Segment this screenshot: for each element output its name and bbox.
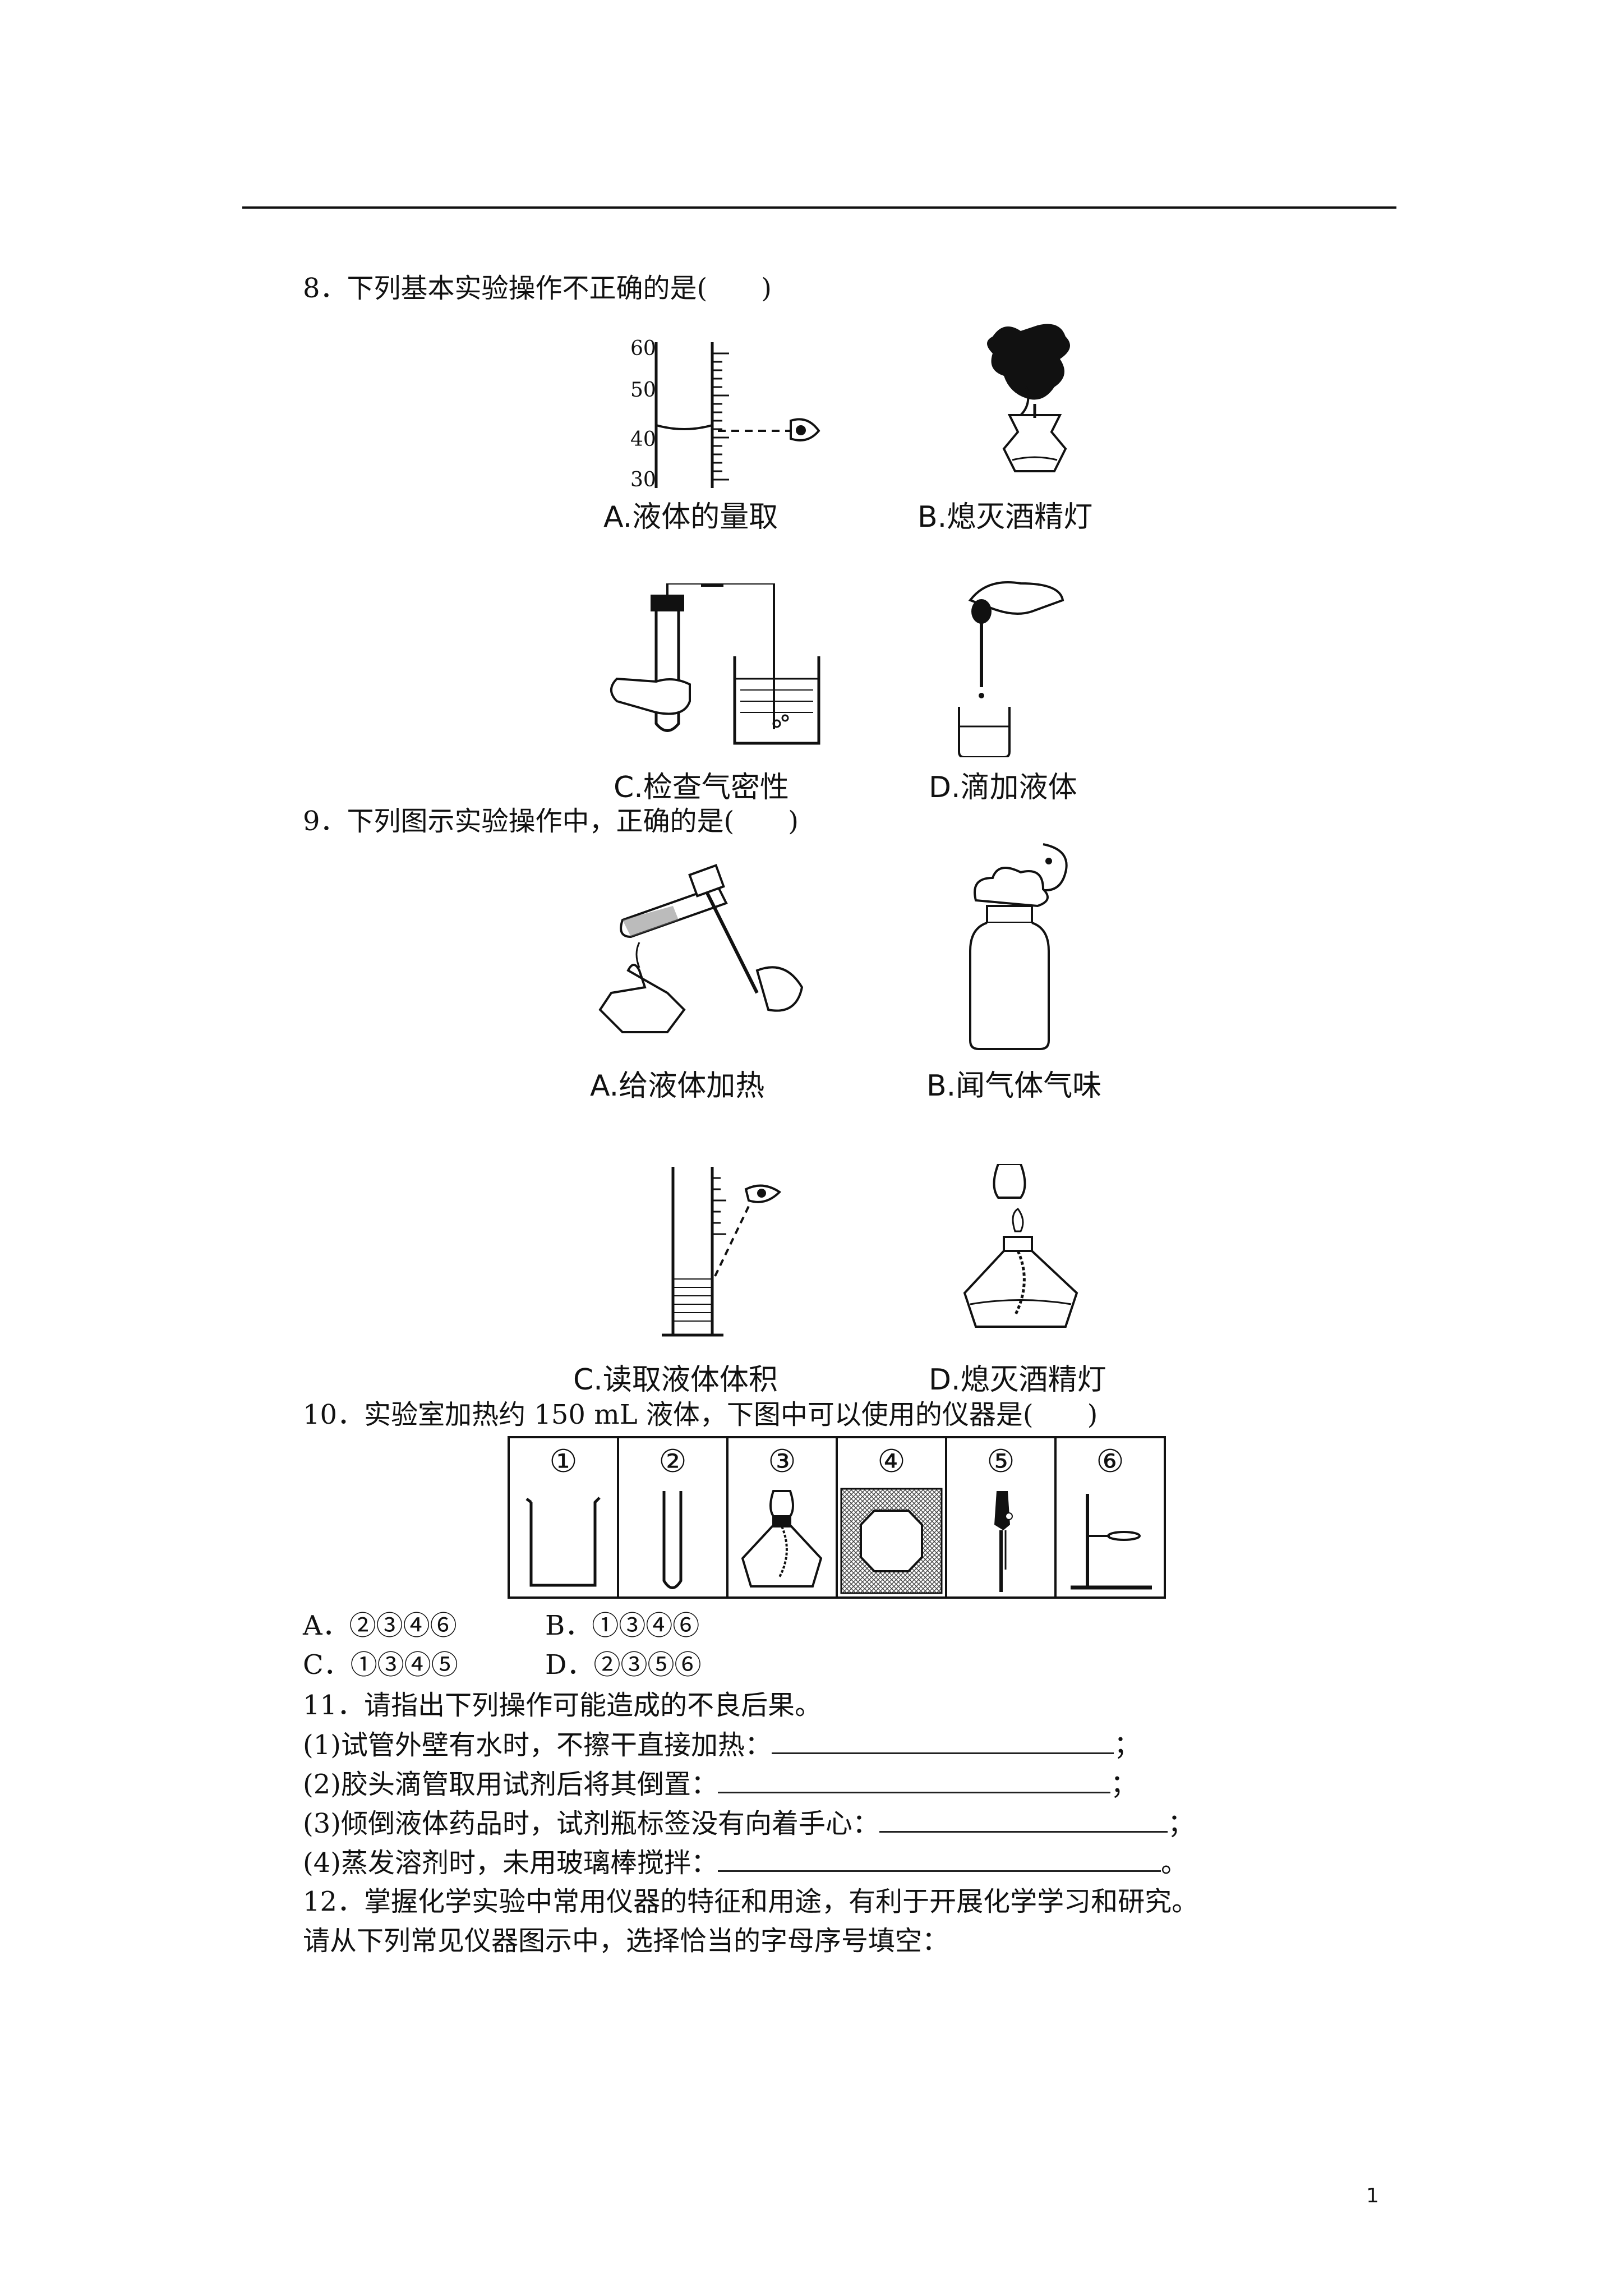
q8-caption-d: D.滴加液体 (929, 771, 1077, 804)
q12-line-2: 请从下列常见仪器图示中，选择恰当的字母序号填空： (303, 1925, 949, 1957)
apparatus-number-4: ④ (877, 1443, 906, 1480)
beaker-icon (510, 1485, 617, 1596)
apparatus-cell-1: ① (508, 1436, 619, 1599)
q11-item-4-end: 。 (1161, 1847, 1188, 1879)
answer-blank-4[interactable] (718, 1846, 1161, 1872)
q9-figure-d-cap-lamp (953, 1164, 1088, 1355)
q9-caption-c: C.读取液体体积 (573, 1363, 778, 1397)
scale-label-60: 60 (630, 337, 656, 360)
apparatus-number-2: ② (658, 1443, 687, 1480)
q9-figure-b-smell-gas (965, 839, 1077, 1052)
q8-figure-b-blow-out-lamp (970, 320, 1105, 482)
q11-item-3-end: ； (1168, 1808, 1195, 1839)
q10-option-c: C．①③④⑤ (303, 1649, 458, 1681)
q8-figure-a-cylinder-scale (623, 337, 824, 494)
q11-item-1-end: ； (1114, 1729, 1141, 1761)
test-tube-holder-icon (947, 1485, 1054, 1596)
q11-item-4: (4)蒸发溶剂时，未用玻璃棒搅拌： 。 (303, 1846, 1188, 1880)
apparatus-cell-5: ⑤ (945, 1436, 1057, 1599)
q10-option-b: B．①③④⑥ (545, 1610, 700, 1641)
q8-caption-a: A.液体的量取 (603, 500, 778, 534)
apparatus-number-5: ⑤ (986, 1443, 1015, 1480)
header-rule (242, 206, 1396, 209)
q8-caption-b: B.熄灭酒精灯 (917, 500, 1093, 534)
q8-caption-c: C.检查气密性 (614, 771, 789, 804)
apparatus-cell-2: ② (617, 1436, 728, 1599)
q11-item-1: (1)试管外壁有水时，不擦干直接加热： ； (303, 1728, 1141, 1762)
apparatus-cell-6: ⑥ (1054, 1436, 1166, 1599)
q11-item-1-text: (1)试管外壁有水时，不擦干直接加热： (303, 1729, 772, 1761)
apparatus-table: ① ② ③ ④ ⑤ (508, 1436, 1166, 1599)
q8-figure-d-dropper (953, 578, 1066, 757)
q8-stem: 8．下列基本实验操作不正确的是( ) (303, 273, 772, 304)
q11-item-4-text: (4)蒸发溶剂时，未用玻璃棒搅拌： (303, 1847, 718, 1879)
scale-label-40: 40 (630, 428, 656, 451)
apparatus-number-3: ③ (768, 1443, 796, 1480)
q11-stem: 11．请指出下列操作可能造成的不良后果。 (303, 1690, 822, 1721)
apparatus-number-1: ① (549, 1443, 578, 1480)
q10-stem: 10．实验室加热约 150 mL 液体，下图中可以使用的仪器是( ) (303, 1399, 1098, 1430)
q10-option-a: A．②③④⑥ (303, 1610, 457, 1641)
q12-line-1: 12．掌握化学实验中常用仪器的特征和用途，有利于开展化学学习和研究。 (303, 1886, 1199, 1917)
page-number: 1 (1366, 2184, 1379, 2207)
q9-figure-c-reading-cylinder (662, 1167, 791, 1352)
q9-figure-a-heating-liquid (589, 858, 813, 1038)
test-tube-icon (619, 1485, 726, 1596)
q11-item-2-text: (2)胶头滴管取用试剂后将其倒置： (303, 1769, 718, 1800)
apparatus-cell-3: ③ (726, 1436, 838, 1599)
q9-caption-d: D.熄灭酒精灯 (929, 1363, 1106, 1397)
scale-label-50: 50 (630, 379, 656, 402)
q10-option-d: D．②③⑤⑥ (545, 1649, 702, 1681)
q11-item-3-text: (3)倾倒液体药品时，试剂瓶标签没有向着手心： (303, 1808, 879, 1839)
alcohol-lamp-icon (728, 1485, 836, 1596)
apparatus-cell-4: ④ (836, 1436, 947, 1599)
asbestos-gauze-icon (838, 1485, 945, 1596)
iron-stand-icon (1057, 1485, 1164, 1596)
q9-stem: 9．下列图示实验操作中，正确的是( ) (303, 806, 799, 837)
q9-caption-b: B.闻气体气味 (926, 1069, 1102, 1103)
q11-item-2: (2)胶头滴管取用试剂后将其倒置： ； (303, 1767, 1137, 1801)
answer-blank-2[interactable] (718, 1767, 1110, 1793)
q11-item-3: (3)倾倒液体药品时，试剂瓶标签没有向着手心： ； (303, 1806, 1195, 1841)
scale-label-30: 30 (630, 468, 656, 491)
q11-item-2-end: ； (1110, 1769, 1138, 1800)
apparatus-number-6: ⑥ (1096, 1443, 1124, 1480)
answer-blank-3[interactable] (879, 1806, 1168, 1833)
q9-caption-a: A.给液体加热 (590, 1069, 765, 1103)
answer-blank-1[interactable] (772, 1728, 1114, 1754)
q8-figure-c-airtightness (606, 583, 841, 746)
